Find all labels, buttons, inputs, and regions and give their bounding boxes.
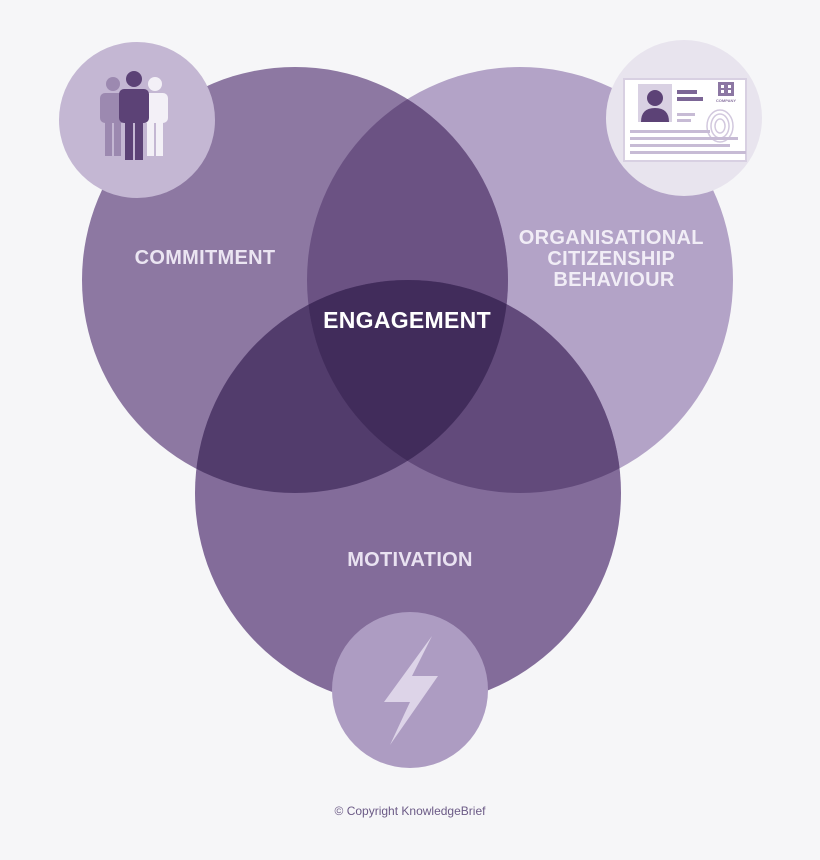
engagement-label: ENGAGEMENT [323, 307, 491, 333]
intersection-commitment-motivation [195, 280, 508, 493]
ocb-label-line-2: CITIZENSHIP [547, 248, 674, 270]
id-card-company-text: COMPANY [716, 98, 736, 103]
intersection-ocb-motivation [307, 280, 621, 493]
ocb-label-line-3: BEHAVIOUR [553, 269, 674, 291]
id-card-icon: COMPANY [606, 40, 762, 196]
lightning-bolt-icon [332, 612, 488, 768]
copyright-text: © Copyright KnowledgeBrief [334, 804, 486, 818]
ocb-label-line-1: ORGANISATIONAL [519, 227, 704, 249]
commitment-label: COMMITMENT [135, 247, 276, 269]
ocb-label: ORGANISATIONAL CITIZENSHIP BEHAVIOUR [519, 227, 709, 291]
people-icon [59, 42, 215, 198]
motivation-label: MOTIVATION [347, 549, 473, 571]
